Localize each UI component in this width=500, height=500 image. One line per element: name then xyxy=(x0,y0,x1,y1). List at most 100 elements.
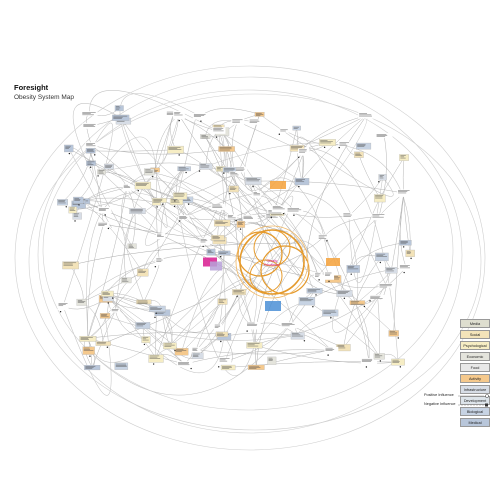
connection-line xyxy=(90,162,160,201)
factor-node xyxy=(378,174,387,181)
key-node-blue xyxy=(265,301,281,311)
negative-influence-line xyxy=(458,403,488,407)
factor-node xyxy=(286,207,304,214)
factor-node xyxy=(72,212,82,220)
factor-node xyxy=(135,322,151,330)
factor-node xyxy=(211,235,225,241)
connection-line xyxy=(124,210,138,281)
factor-node xyxy=(148,354,164,363)
core-ring xyxy=(249,259,283,293)
influence-marker xyxy=(328,280,330,283)
factor-node xyxy=(388,330,399,337)
influence-marker xyxy=(152,175,154,178)
factor-node xyxy=(342,212,356,220)
factor-node xyxy=(314,272,323,279)
factor-node xyxy=(57,199,68,206)
factor-node xyxy=(141,336,151,343)
factor-node xyxy=(213,323,223,332)
connection-arc xyxy=(169,278,257,346)
connection-line xyxy=(91,144,227,155)
influence-marker xyxy=(198,170,201,172)
connection-arc xyxy=(88,215,273,363)
factor-node xyxy=(279,128,290,133)
factor-node xyxy=(231,166,248,173)
factor-node xyxy=(399,154,409,161)
factor-node xyxy=(354,151,364,158)
factor-node xyxy=(375,252,389,262)
outer-loop xyxy=(37,76,463,434)
center-node-label: Obesity xyxy=(267,259,278,263)
factor-node xyxy=(324,346,339,354)
influence-marker xyxy=(379,261,382,264)
connection-line xyxy=(276,115,367,214)
influence-marker xyxy=(343,297,346,300)
connection-arc xyxy=(68,148,112,228)
legend-item-food: Food xyxy=(460,363,490,372)
connection-line xyxy=(224,325,289,362)
factor-node xyxy=(156,232,166,240)
connection-line xyxy=(142,185,272,229)
factor-node xyxy=(280,322,297,329)
influence-marker xyxy=(326,240,328,242)
factor-node xyxy=(112,114,130,121)
influence-marker xyxy=(312,305,314,308)
factor-node xyxy=(120,277,132,284)
factor-node xyxy=(218,357,232,366)
influence-marker xyxy=(282,212,285,215)
influence-marker xyxy=(107,302,109,304)
factor-node xyxy=(252,191,262,198)
influence-marker xyxy=(315,294,317,296)
legend-item-activity: Activity xyxy=(460,374,490,383)
page-subtitle: Obesity System Map xyxy=(14,94,74,101)
factor-node xyxy=(129,208,146,215)
influence-marker xyxy=(219,255,222,258)
factor-node xyxy=(322,309,339,317)
outer-loop xyxy=(28,93,482,431)
factor-node xyxy=(214,219,231,227)
page-title: Foresight xyxy=(14,83,49,92)
factor-node xyxy=(144,168,155,176)
connection-line xyxy=(200,108,260,117)
factor-node xyxy=(101,290,114,297)
connection-arc xyxy=(86,192,220,339)
connection-line xyxy=(90,150,104,225)
key-node-purple xyxy=(210,261,222,271)
factor-node xyxy=(236,220,246,228)
connection-arc xyxy=(332,198,381,333)
factor-node xyxy=(57,302,69,311)
connection-arc xyxy=(259,114,394,197)
influence-marker xyxy=(229,192,231,195)
influence-marker xyxy=(278,133,281,135)
influence-marker xyxy=(143,343,146,346)
factor-node xyxy=(228,185,239,193)
connection-line xyxy=(238,292,254,326)
factor-node xyxy=(149,305,166,312)
influence-marker xyxy=(235,219,237,222)
factor-node xyxy=(218,250,231,256)
influence-marker xyxy=(200,120,202,122)
connection-arc xyxy=(88,290,315,396)
influence-marker xyxy=(403,271,405,274)
outer-loop xyxy=(14,65,486,451)
factor-node xyxy=(292,125,301,131)
core-ring xyxy=(237,231,283,277)
influence-marker xyxy=(154,266,157,268)
factor-node xyxy=(391,358,405,366)
connection-line xyxy=(88,332,222,339)
influence-marker xyxy=(298,185,300,188)
connection-line xyxy=(81,261,160,303)
influence-marker xyxy=(236,295,238,298)
connection-line xyxy=(205,136,302,279)
connection-arc xyxy=(176,118,196,202)
connection-line xyxy=(70,265,84,303)
connection-line xyxy=(186,199,247,240)
influence-marker xyxy=(162,203,164,205)
factor-node xyxy=(169,198,184,205)
influence-marker xyxy=(215,136,218,138)
factor-node xyxy=(82,123,98,129)
connection-line xyxy=(154,115,180,171)
influence-marker xyxy=(94,154,96,156)
connection-arc xyxy=(296,136,387,286)
connection-arc xyxy=(297,147,399,363)
influence-marker xyxy=(89,355,91,357)
